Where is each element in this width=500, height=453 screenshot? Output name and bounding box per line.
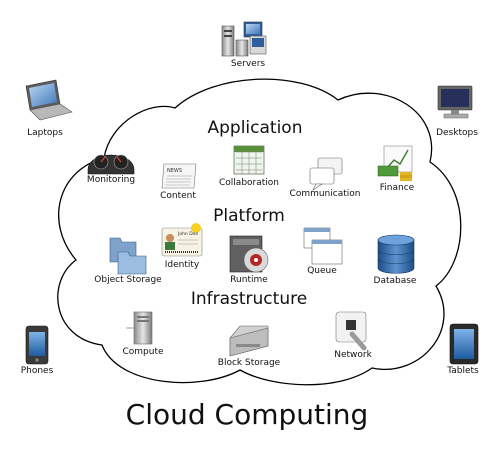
cloud-outline <box>57 78 462 386</box>
content-icon: NEWS <box>161 163 197 189</box>
compute-label: Compute <box>122 347 164 357</box>
diagram-title: Cloud Computing <box>125 398 369 431</box>
block-storage-icon <box>229 325 269 357</box>
section-infrastructure: Infrastructure <box>190 289 308 309</box>
phones-label: Phones <box>20 366 54 376</box>
communication-label: Communication <box>289 189 361 199</box>
desktops-label: Desktops <box>436 128 478 138</box>
news-text: NEWS <box>167 168 182 174</box>
monitoring-icon <box>87 154 135 175</box>
queue-label: Queue <box>307 266 337 276</box>
id-name-text: John Doe <box>177 231 198 237</box>
database-icon <box>377 234 415 274</box>
network-label: Network <box>334 350 372 360</box>
database-label: Database <box>373 276 417 286</box>
object-storage-label: Object Storage <box>94 275 162 285</box>
desktop-icon <box>437 85 473 119</box>
compute-icon <box>126 311 153 345</box>
servers-icon <box>221 21 267 57</box>
block-storage-label: Block Storage <box>217 358 281 368</box>
runtime-label: Runtime <box>230 275 268 285</box>
section-application: Application <box>207 118 303 138</box>
tablet-icon <box>449 323 479 365</box>
network-icon <box>335 311 367 351</box>
servers-label: Servers <box>230 59 266 69</box>
object-storage-icon <box>109 237 147 275</box>
section-platform: Platform <box>213 206 285 226</box>
communication-icon <box>309 157 343 191</box>
collaboration-icon <box>233 145 265 175</box>
finance-label: Finance <box>379 183 415 193</box>
identity-icon: John Doe <box>161 223 203 257</box>
identity-label: Identity <box>164 260 200 270</box>
phone-icon <box>25 325 49 365</box>
runtime-icon <box>229 235 269 273</box>
queue-icon <box>303 227 343 265</box>
content-label: Content <box>160 191 196 201</box>
finance-icon <box>377 145 413 181</box>
tablets-label: Tablets <box>447 366 479 376</box>
monitoring-label: Monitoring <box>86 175 136 185</box>
collaboration-label: Collaboration <box>219 178 279 188</box>
laptop-icon <box>25 79 73 121</box>
laptops-label: Laptops <box>27 128 63 138</box>
